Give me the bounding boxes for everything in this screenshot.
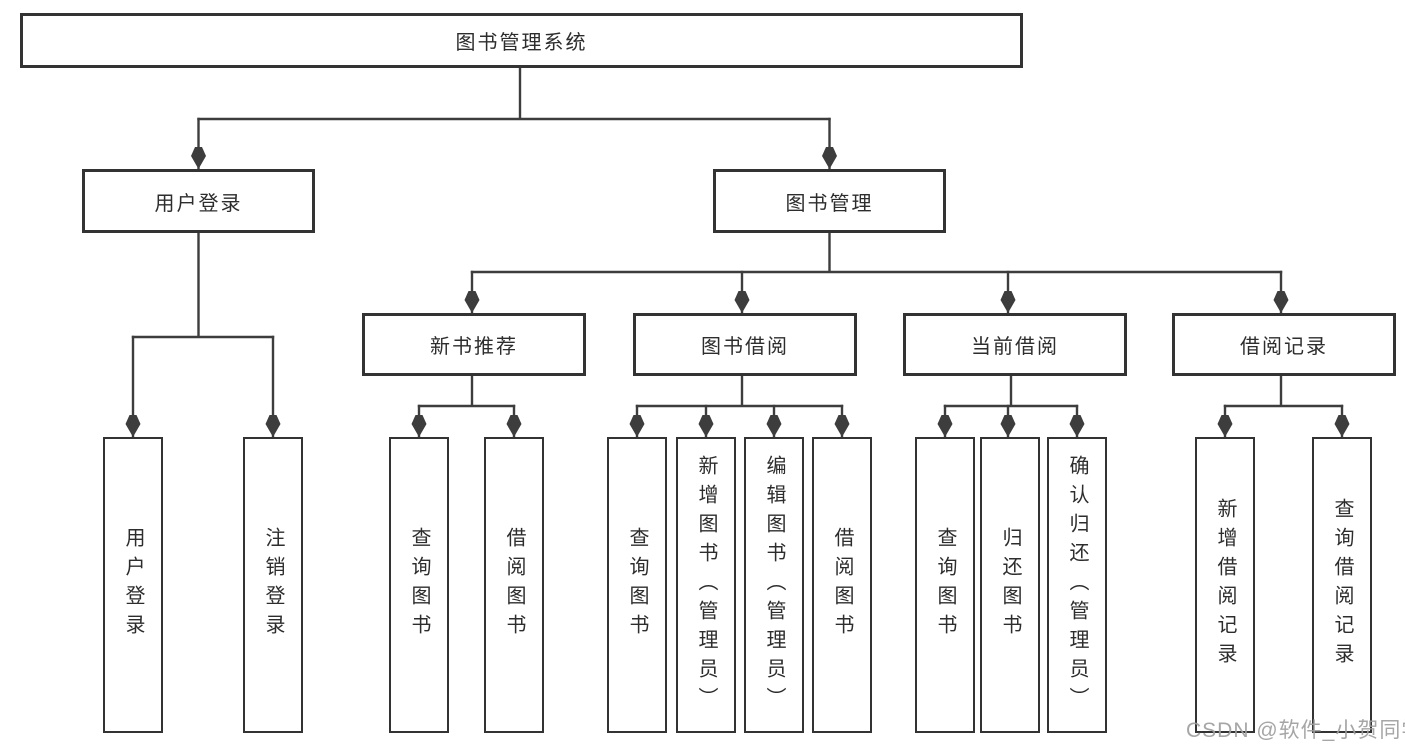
- node-label: 查询借阅记录: [1331, 498, 1353, 672]
- trunk-new-book-recommend: [417, 373, 516, 408]
- node-label: 当前借阅: [971, 336, 1059, 358]
- node-label: 图书借阅: [701, 336, 789, 358]
- node-query-books-current: 查询图书: [915, 437, 975, 733]
- node-label: 借阅图书: [831, 527, 853, 643]
- node-book-borrowing: 图书借阅: [633, 313, 857, 376]
- node-label: 编辑图书（管理员）: [763, 454, 785, 716]
- trunk-borrowing-records: [1223, 373, 1344, 408]
- node-label: 用户登录: [154, 192, 243, 215]
- node-logout-leaf: 注销登录: [243, 437, 303, 733]
- node-current-borrowing: 当前借阅: [903, 313, 1127, 376]
- node-label: 用户登录: [122, 527, 144, 643]
- node-label: 查询图书: [626, 527, 648, 643]
- trunk-book-borrowing: [635, 373, 844, 408]
- node-login-leaf: 用户登录: [103, 437, 163, 733]
- trunk-current-borrowing: [943, 373, 1079, 408]
- csdn-watermark: CSDN @软件_小贺同学: [1186, 719, 1405, 742]
- node-label: 查询图书: [934, 527, 956, 643]
- node-label: 新增图书（管理员）: [695, 454, 717, 716]
- node-label: 查询图书: [408, 527, 430, 643]
- node-label: 借阅记录: [1240, 336, 1328, 358]
- node-edit-books-admin: 编辑图书（管理员）: [744, 437, 804, 733]
- node-query-books-borrowing: 查询图书: [607, 437, 667, 733]
- node-new-book-recommend: 新书推荐: [362, 313, 586, 376]
- node-label: 注销登录: [262, 527, 284, 643]
- node-label: 确认归还（管理员）: [1066, 454, 1088, 716]
- trunk-user-login: [131, 231, 275, 339]
- node-label: 归还图书: [999, 527, 1021, 643]
- node-confirm-return-admin: 确认归还（管理员）: [1047, 437, 1107, 733]
- trunk-book-management: [470, 231, 1283, 274]
- node-library-system: 图书管理系统: [20, 13, 1023, 68]
- node-label: 图书管理: [785, 192, 874, 215]
- node-borrowing-records: 借阅记录: [1172, 313, 1396, 376]
- node-borrow-books-recommend: 借阅图书: [484, 437, 544, 733]
- node-book-management: 图书管理: [713, 169, 946, 233]
- node-label: 新书推荐: [430, 336, 518, 358]
- trunk-root: [197, 66, 831, 121]
- node-add-books-admin: 新增图书（管理员）: [676, 437, 736, 733]
- node-label: 借阅图书: [503, 527, 525, 643]
- node-user-login: 用户登录: [82, 169, 315, 233]
- node-return-books: 归还图书: [980, 437, 1040, 733]
- node-label: 新增借阅记录: [1214, 498, 1236, 672]
- node-query-borrow-record: 查询借阅记录: [1312, 437, 1372, 733]
- node-add-borrow-record: 新增借阅记录: [1195, 437, 1255, 733]
- node-query-books-recommend: 查询图书: [389, 437, 449, 733]
- node-borrow-books-borrowing: 借阅图书: [812, 437, 872, 733]
- node-label: 图书管理系统: [455, 32, 588, 54]
